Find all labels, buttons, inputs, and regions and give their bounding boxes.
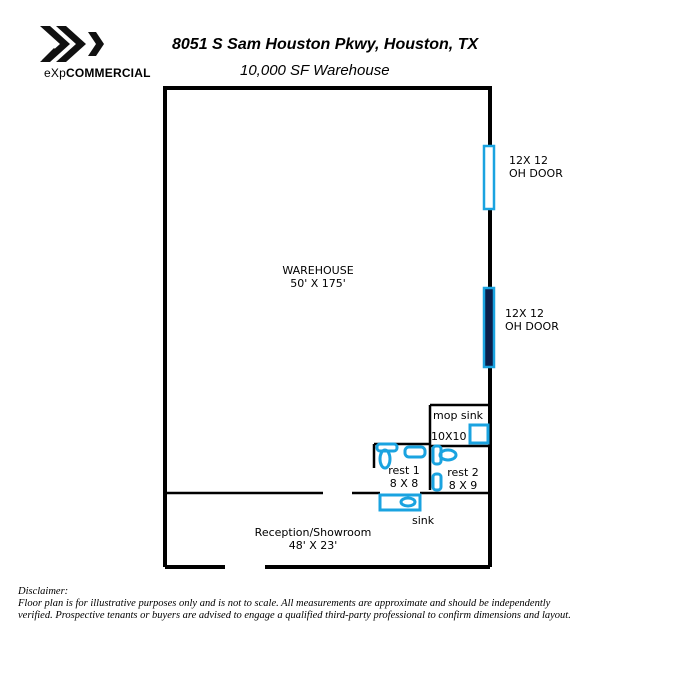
room-label-reception: Reception/Showroom 48' X 23' <box>254 526 372 552</box>
room-label-warehouse: WAREHOUSE 50' X 175' <box>282 264 354 290</box>
sink-label: sink <box>412 514 435 527</box>
mop-sink-icon <box>468 423 490 445</box>
exp-logo-icon <box>40 26 104 62</box>
door-label-1: 12X 12 OH DOOR <box>509 154 563 180</box>
door-label-2: 12X 12 OH DOOR <box>505 307 559 333</box>
property-subtitle: 10,000 SF Warehouse <box>240 62 390 79</box>
room-label-mop-sink: mop sink <box>433 409 484 422</box>
disclaimer-body: Floor plan is for illustrative purposes … <box>18 598 571 621</box>
rest2-sink-icon <box>431 472 443 492</box>
plumbing-fixtures <box>375 423 490 512</box>
overhead-door-2 <box>482 286 496 369</box>
exp-commercial-logo: eXpCOMMERCIAL <box>36 24 150 84</box>
exterior-wall-top <box>163 86 492 567</box>
reception-sink-icon <box>378 493 422 512</box>
rest1-sink-icon <box>403 445 427 459</box>
logo-wordmark: eXpCOMMERCIAL <box>44 66 151 80</box>
sink-basin-icon <box>399 496 417 508</box>
toilet-bowl-icon <box>378 448 392 470</box>
walls <box>163 86 492 569</box>
room-label-rest2: rest 2 8 X 9 <box>447 466 479 492</box>
overhead-door-1 <box>482 144 496 211</box>
property-address: 8051 S Sam Houston Pkwy, Houston, TX <box>172 36 479 53</box>
disclaimer-heading: Disclaimer: <box>18 586 69 597</box>
room-dims-mop-sink: 10X10 <box>431 430 467 443</box>
room-label-rest1: rest 1 8 X 8 <box>388 464 420 490</box>
rest2-toilet-bowl-icon <box>438 448 458 462</box>
disclaimer: Disclaimer: Floor plan is for illustrati… <box>18 586 578 622</box>
